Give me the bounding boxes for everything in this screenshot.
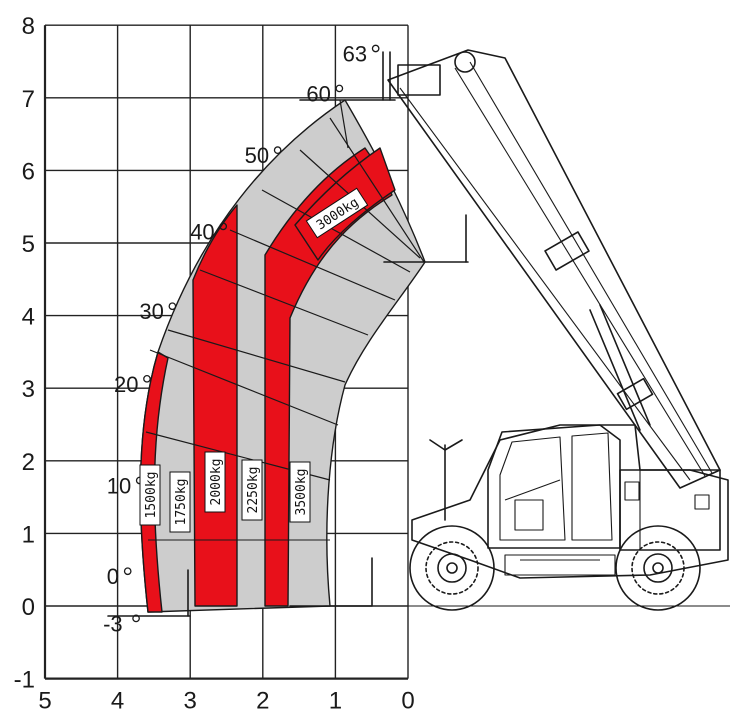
capacity-label-box [139, 464, 161, 526]
angle-label: -3 [103, 611, 123, 636]
angle-label: 30 [139, 299, 163, 324]
y-tick-label: 0 [22, 594, 35, 621]
degree-symbol [273, 146, 282, 154]
y-tick-label: -1 [14, 667, 35, 694]
angle-label: 50 [245, 143, 269, 168]
capacity-label-text: 1750kg [174, 479, 189, 526]
angle-label: 60 [306, 81, 330, 106]
capacity-label-box [289, 461, 311, 523]
capacity-label-text: 1500kg [144, 472, 159, 519]
telehandler-drawing [107, 49, 730, 617]
capacity-label: 1500kg [139, 464, 161, 526]
angle-label: 10 [107, 473, 131, 498]
angle-label: 0 [107, 564, 119, 589]
y-tick-label: 1 [22, 521, 35, 548]
degree-symbol [143, 374, 151, 383]
x-tick-label: 5 [38, 688, 51, 713]
capacity-label-box [241, 459, 263, 521]
y-tick-label: 7 [22, 86, 35, 113]
capacity-zones [139, 99, 426, 613]
y-tick-label: 4 [22, 304, 35, 331]
capacity-label-box [305, 187, 369, 239]
y-tick-label: 5 [22, 231, 35, 258]
radial-line [149, 349, 339, 426]
angle-label: 63 [343, 42, 367, 67]
capacity-label: 1750kg [169, 471, 191, 533]
capacity-label: 2000kg [204, 451, 226, 513]
y-tick-label: 6 [22, 158, 35, 185]
y-tick-label: 3 [22, 376, 35, 403]
zone-2000kg [192, 204, 238, 607]
capacity-label-box [169, 471, 191, 533]
y-tick-label: 8 [22, 13, 35, 40]
x-tick-label: 1 [329, 688, 342, 713]
degree-symbol [335, 84, 344, 93]
capacity-label-text: 3500kg [294, 469, 309, 516]
x-tick-label: 4 [111, 688, 124, 713]
angle-label: 20 [114, 372, 138, 397]
degree-symbol [219, 222, 228, 231]
radial-line [339, 99, 349, 149]
radial-line [229, 229, 396, 301]
capacity-label-text: 2000kg [209, 459, 224, 506]
x-tick-label: 0 [401, 688, 414, 713]
capacity-label-text: 2250kg [246, 467, 261, 514]
capacity-label: 2250kg [241, 459, 263, 521]
boom-angle-labels: 63 60 50 40 30 20 10 0 -3 [103, 42, 380, 636]
degree-symbol [371, 44, 380, 53]
y-tick-label: 2 [22, 449, 35, 476]
x-tick-label: 2 [256, 688, 269, 713]
degree-symbol [168, 302, 177, 311]
radial-line [329, 117, 425, 263]
radial-line [167, 329, 346, 383]
degree-symbol [123, 567, 132, 576]
angle-label: 40 [190, 219, 214, 244]
capacity-label: 3500kg [289, 461, 311, 523]
radial-line [261, 189, 411, 273]
capacity-label-box [204, 451, 226, 513]
x-tick-label: 3 [184, 688, 197, 713]
radial-line [199, 269, 369, 336]
